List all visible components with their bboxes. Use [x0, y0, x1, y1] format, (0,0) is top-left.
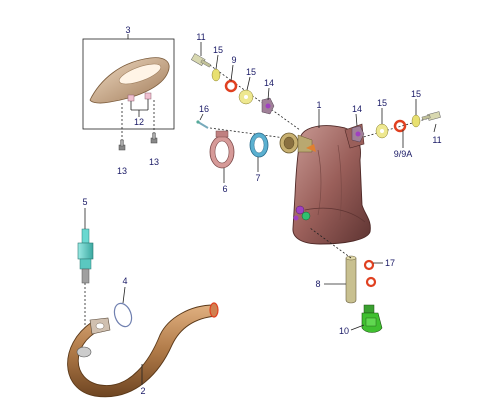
washer-15-left-outer	[211, 68, 221, 82]
callout-4: 4	[122, 276, 127, 286]
callout-13-right: 13	[149, 157, 159, 167]
fitting-10	[361, 304, 383, 333]
clamp-6	[209, 130, 235, 169]
callout-14-left: 14	[264, 78, 274, 88]
shield-clip	[144, 92, 152, 100]
o-ring-17-top	[363, 259, 375, 271]
callout-2: 2	[140, 386, 145, 396]
muffler-1	[279, 123, 371, 245]
callout-6: 6	[222, 184, 227, 194]
header-pipe-2	[67, 302, 219, 398]
clamp-ring-7	[249, 132, 269, 158]
shield-clip	[127, 94, 135, 102]
o-ring-9-9a	[393, 119, 407, 133]
callout-13-left: 13	[117, 166, 127, 176]
callout-10: 10	[339, 326, 349, 336]
callout-15-b: 15	[246, 67, 256, 77]
callout-1: 1	[316, 100, 321, 110]
heat-shield-frame	[82, 38, 175, 130]
gasket-4	[113, 302, 133, 328]
callout-12: 12	[134, 117, 144, 127]
callout-11-right: 11	[432, 135, 441, 145]
callout-17: 17	[385, 258, 395, 268]
nut-14-left	[261, 97, 275, 115]
heat-shield-group	[82, 34, 175, 145]
washer-15-right-outer	[411, 114, 421, 128]
spark-plug-5	[77, 228, 94, 284]
callout-14-right: 14	[352, 104, 362, 114]
o-ring-9	[224, 79, 238, 93]
bolt-13-right	[150, 132, 158, 144]
bolt-11-left	[190, 53, 212, 68]
o-ring-17-bottom	[365, 276, 377, 288]
tube-8	[345, 255, 357, 304]
callout-labels: 1 2 3 4 5 6 7 8 9 9/9A 10 11 11 12 13 13…	[82, 25, 441, 396]
callout-9-9a: 9/9A	[394, 149, 413, 159]
callout-15-c: 15	[377, 98, 387, 108]
callout-9: 9	[231, 55, 236, 65]
heat-shield-cutout	[118, 63, 162, 85]
callout-3: 3	[125, 25, 130, 35]
bolt-11-right	[421, 111, 441, 121]
callout-8: 8	[315, 279, 320, 289]
callout-15-d: 15	[411, 89, 421, 99]
bolt-13-left	[118, 139, 126, 151]
callout-16: 16	[199, 104, 209, 114]
nut-14-right	[351, 125, 365, 143]
callout-11-left: 11	[196, 32, 205, 42]
callout-5: 5	[82, 197, 87, 207]
callout-7: 7	[255, 173, 260, 183]
pin-16	[196, 120, 209, 129]
callout-15-a: 15	[213, 45, 223, 55]
